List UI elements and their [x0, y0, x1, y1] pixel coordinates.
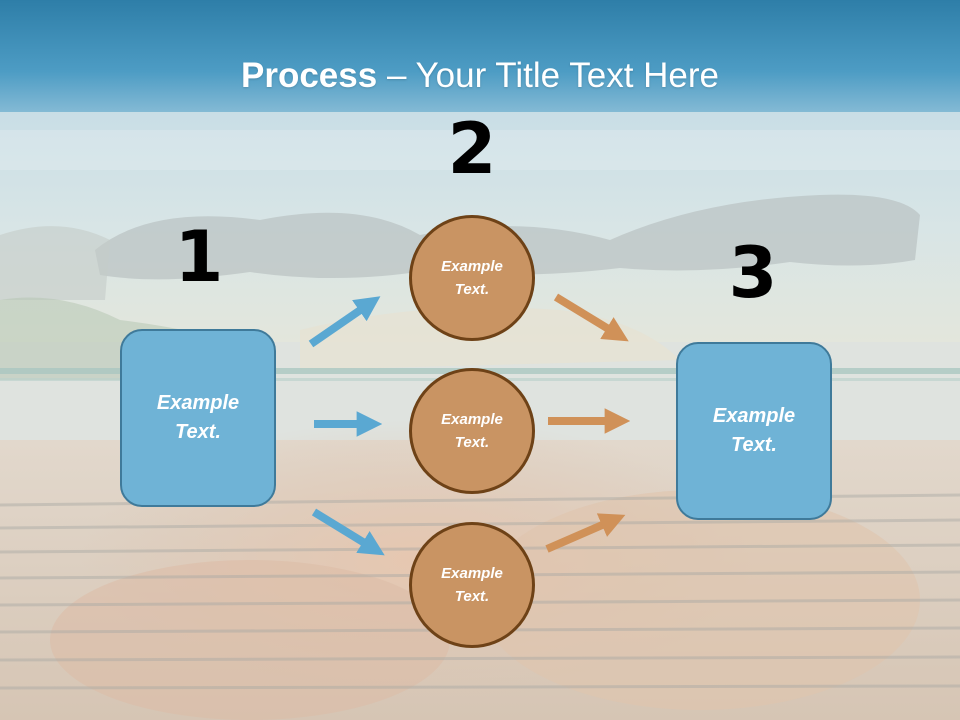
step-2-circle-bottom: Example Text. — [409, 522, 535, 648]
step-2-circle-top: Example Text. — [409, 215, 535, 341]
arrow-blue-down — [311, 508, 385, 556]
step-3-text-line1: Example — [712, 405, 796, 427]
step-number-2: 2 — [447, 108, 497, 190]
arrow-orange-up — [545, 513, 626, 553]
step-3-text-line2: Text. — [731, 434, 777, 456]
step-3-box: Example Text. — [676, 342, 832, 520]
title-rest: – Your Title Text Here — [377, 56, 719, 95]
circle-text-line2: Text. — [454, 281, 490, 298]
circle-text-line1: Example — [441, 565, 503, 582]
circle-text-line1: Example — [441, 411, 503, 428]
step-number-1: 1 — [174, 216, 224, 298]
title-bold: Process — [241, 56, 378, 95]
circle-text-line1: Example — [441, 258, 503, 275]
step-1-text-line1: Example — [156, 392, 240, 414]
step-number-3: 3 — [728, 232, 778, 314]
step-1-box: Example Text. — [120, 329, 276, 507]
circle-text-line2: Text. — [454, 588, 490, 605]
circle-text-line2: Text. — [454, 434, 490, 451]
step-1-text-line2: Text. — [175, 421, 221, 443]
step-2-circle-middle: Example Text. — [409, 368, 535, 494]
arrow-orange-down — [553, 293, 629, 342]
slide-title: Process – Your Title Text Here — [0, 54, 960, 98]
arrow-blue-up — [308, 296, 381, 348]
